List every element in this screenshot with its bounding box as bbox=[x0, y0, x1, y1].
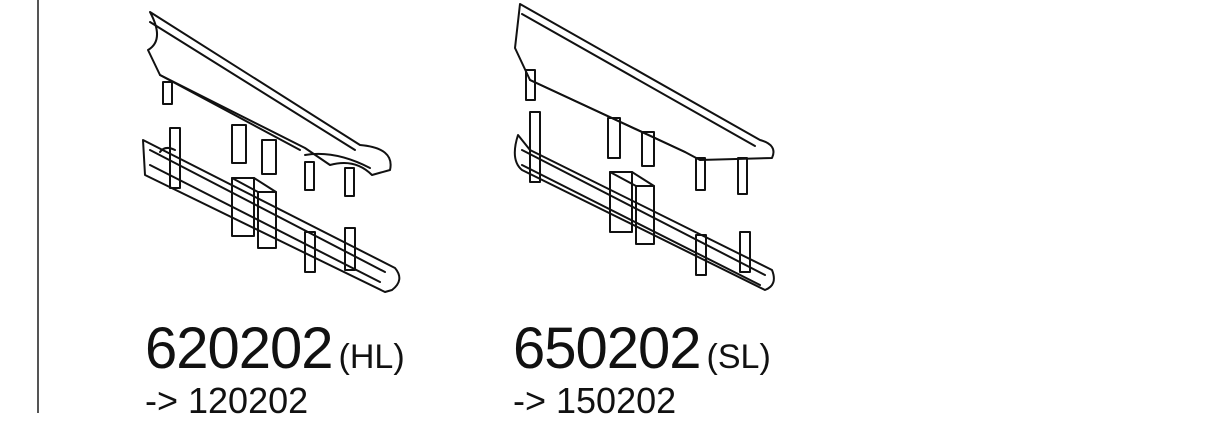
part-code-line: 650202(SL) bbox=[513, 320, 771, 378]
part-drawing-notched-icon bbox=[142, 11, 401, 293]
part-number: 620202 bbox=[145, 316, 334, 381]
part-code-line: 620202(HL) bbox=[145, 320, 405, 378]
part-drawing-straight-icon bbox=[513, 3, 775, 291]
part-variant: (HL) bbox=[338, 338, 405, 376]
page-left-border bbox=[37, 0, 39, 413]
part-reference: -> 150202 bbox=[513, 380, 677, 421]
part-reference: -> 120202 bbox=[145, 380, 309, 421]
part-number: 650202 bbox=[513, 316, 702, 381]
part-card-650202: 650202(SL) -> 150202 bbox=[460, 0, 880, 419]
part-variant: (SL) bbox=[706, 338, 771, 376]
part-card-620202: 620202(HL) -> 120202 bbox=[0, 0, 460, 419]
